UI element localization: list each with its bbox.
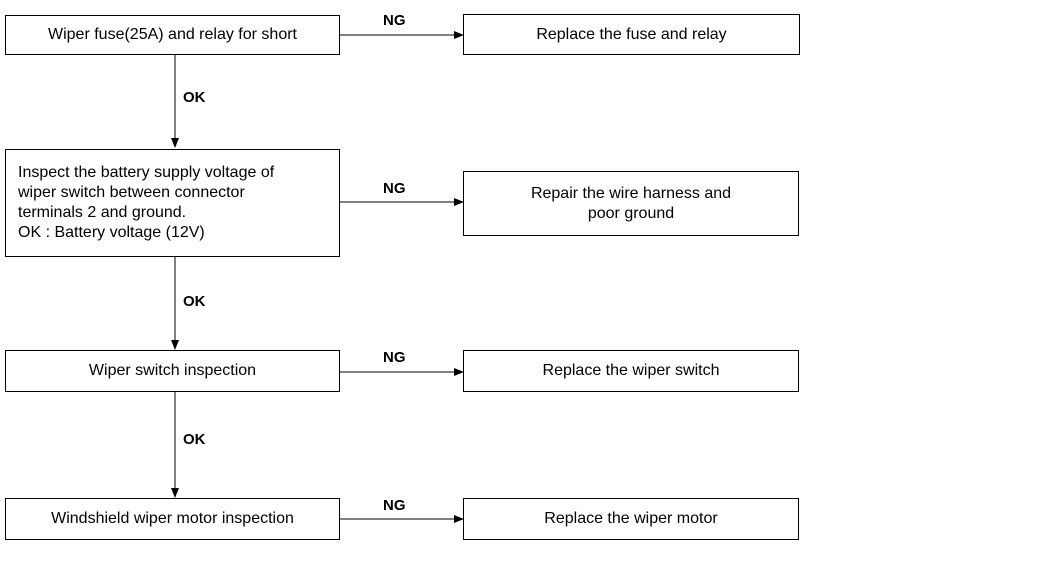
check-text-wiper-switch: Wiper switch inspection	[88, 362, 257, 379]
check-box-battery-voltage: Inspect the battery supply voltage of wi…	[5, 149, 340, 257]
check-box-wiper-switch: Wiper switch inspection	[5, 350, 340, 392]
ok-label-2: OK	[183, 293, 206, 310]
ng-label-2: NG	[383, 180, 406, 197]
action-text-replace-wiper-motor: Replace the wiper motor	[544, 510, 718, 527]
action-box-replace-fuse-relay: Replace the fuse and relay	[463, 14, 800, 55]
action-text-repair-harness: Repair the wire harness and poor ground	[530, 184, 732, 222]
action-box-repair-harness: Repair the wire harness and poor ground	[463, 171, 799, 236]
check-text-battery-voltage: Inspect the battery supply voltage of wi…	[18, 164, 275, 241]
ng-label-3: NG	[383, 349, 406, 366]
action-box-replace-wiper-switch: Replace the wiper switch	[463, 350, 799, 392]
action-box-replace-wiper-motor: Replace the wiper motor	[463, 498, 799, 540]
check-box-wiper-motor: Windshield wiper motor inspection	[5, 498, 340, 540]
check-text-fuse-relay: Wiper fuse(25A) and relay for short	[48, 26, 297, 43]
check-text-wiper-motor: Windshield wiper motor inspection	[51, 510, 294, 527]
ng-label-4: NG	[383, 497, 406, 514]
ok-label-1: OK	[183, 89, 206, 106]
ng-label-1: NG	[383, 12, 406, 29]
action-text-replace-fuse-relay: Replace the fuse and relay	[536, 25, 727, 43]
ok-label-3: OK	[183, 431, 206, 448]
check-box-fuse-relay: Wiper fuse(25A) and relay for short	[5, 15, 340, 55]
action-text-replace-wiper-switch: Replace the wiper switch	[542, 362, 720, 379]
